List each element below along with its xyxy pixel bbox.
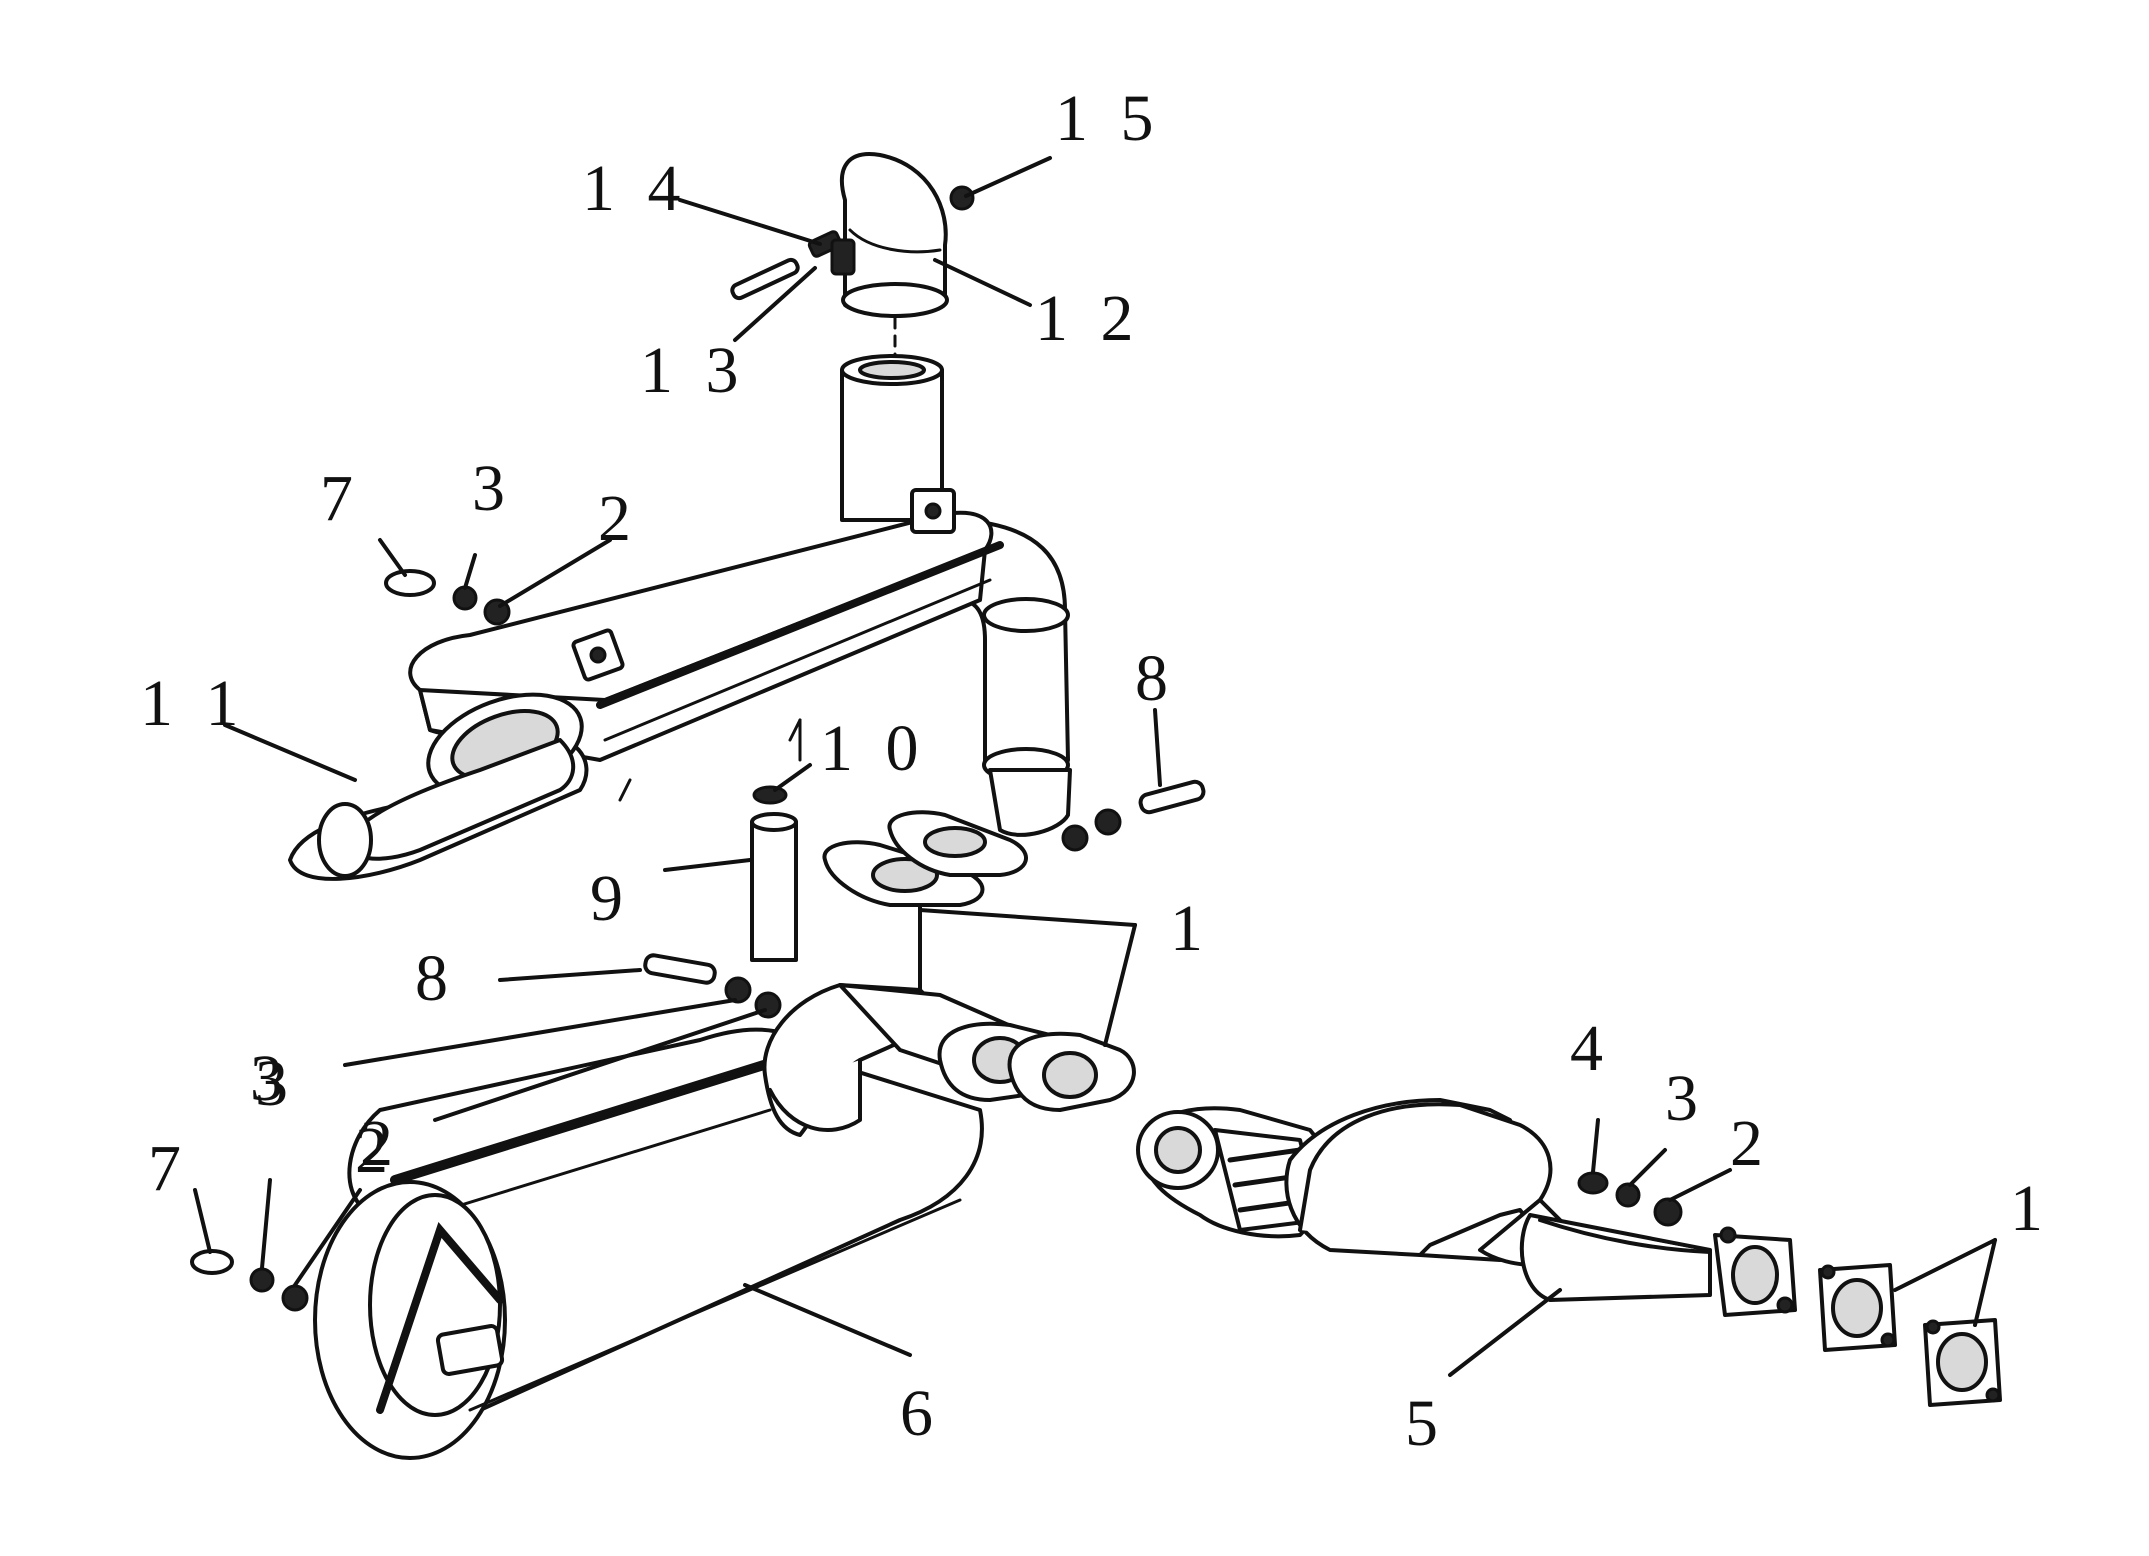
part-8-lower-bolt bbox=[643, 953, 782, 1019]
callout-14: 1 4 bbox=[582, 152, 689, 225]
callout-2-lower: 2 bbox=[355, 1114, 396, 1187]
callout-4: 4 bbox=[1570, 1012, 1611, 1085]
callout-7-upper: 7 bbox=[320, 462, 361, 535]
callout-2-right: 2 bbox=[1730, 1107, 1771, 1180]
callout-3-lower: 3 bbox=[255, 1047, 296, 1120]
callout-labels: 1 5 1 4 1 2 1 3 7 3 2 1 1 1 0 8 9 1 8 3 … bbox=[140, 82, 2051, 1460]
callout-5: 5 bbox=[1405, 1387, 1446, 1460]
callout-13: 1 3 bbox=[640, 334, 747, 407]
callout-8-lower: 8 bbox=[415, 942, 456, 1015]
callout-1-right: 1 bbox=[2010, 1172, 2051, 1245]
part-1-upper-gaskets bbox=[822, 810, 1028, 907]
callout-15: 1 5 bbox=[1055, 82, 1162, 155]
part-6-lower-muffler bbox=[313, 983, 1136, 1460]
upper-muffler-assembly bbox=[288, 488, 1072, 881]
part-15-nut bbox=[949, 185, 975, 211]
callout-12: 1 2 bbox=[1035, 282, 1142, 355]
vertical-stack-pipe bbox=[840, 316, 944, 522]
part-13-14-clamp-bolt bbox=[730, 230, 856, 301]
callout-3-mid: 3 bbox=[250, 1042, 291, 1115]
callout-6: 6 bbox=[900, 1377, 941, 1450]
part-1-right-gaskets bbox=[1818, 1263, 2002, 1407]
callout-10: 1 0 bbox=[820, 712, 927, 785]
part-12-elbow-cap bbox=[839, 152, 949, 318]
upper-left-fasteners bbox=[384, 569, 511, 626]
callout-7-lower: 7 bbox=[148, 1132, 189, 1205]
callout-11: 1 1 bbox=[140, 667, 247, 740]
part-5-front-pipe bbox=[1136, 1098, 1797, 1317]
callout-1-upper: 1 bbox=[1170, 892, 1211, 965]
callout-2-upper: 2 bbox=[598, 482, 639, 555]
right-fasteners bbox=[1577, 1171, 1683, 1227]
callout-3-upper: 3 bbox=[472, 452, 513, 525]
callout-3-right: 3 bbox=[1665, 1062, 1706, 1135]
callout-8-upper: 8 bbox=[1135, 642, 1176, 715]
part-10-washer bbox=[752, 785, 788, 805]
callout-9: 9 bbox=[590, 862, 631, 935]
part-8-upper-bolt bbox=[1061, 779, 1206, 852]
lower-left-fasteners bbox=[190, 1249, 309, 1312]
part-9-spacer bbox=[750, 812, 798, 962]
callout-2-mid: 2 bbox=[360, 1107, 401, 1180]
leader-lines bbox=[193, 156, 1997, 1377]
